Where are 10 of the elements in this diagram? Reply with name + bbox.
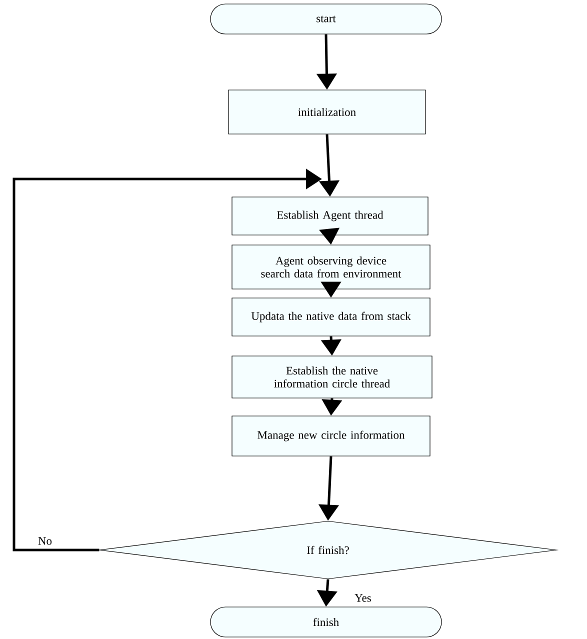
process-box: Updata the native data from stack (232, 298, 430, 336)
process-box: Agent observing device search data from environment (232, 244, 430, 290)
edge-label: Yes (354, 593, 372, 603)
process-box: Establish the native information circle thread (232, 356, 432, 398)
process-box: Manage new circle information (232, 416, 430, 456)
process-box: Establish Agent thread (232, 196, 428, 236)
process-box: initialization (228, 90, 426, 134)
terminal-box: start (210, 4, 442, 34)
terminal-box: finish (210, 606, 442, 638)
edge-label: No (36, 536, 54, 546)
